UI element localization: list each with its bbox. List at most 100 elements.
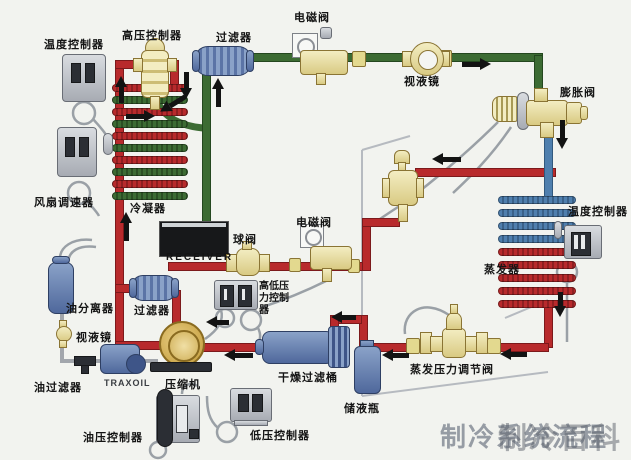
solenoid-valve-top-stem xyxy=(316,73,326,85)
label-temp-controller-top-left: 温度控制器 xyxy=(44,39,104,51)
oil-separator-device xyxy=(48,262,74,314)
flow-arrow-down xyxy=(554,292,566,317)
pipe-union xyxy=(406,338,420,354)
pipe-union xyxy=(487,338,501,354)
flow-arrow-down xyxy=(180,72,192,99)
evap-pressure-valve-knob xyxy=(450,304,458,314)
solenoid-valve-mid-stem xyxy=(322,268,332,282)
label-line: 力控制 xyxy=(259,293,289,304)
condenser-coil xyxy=(112,180,188,188)
liquid-bottle-device xyxy=(354,346,381,394)
low-pressure-controller-foot xyxy=(234,420,268,426)
solenoid-valve-top-knob xyxy=(320,27,332,39)
label-temp-controller-right: 温度控制器 xyxy=(568,206,628,218)
watermark-title: 制冷系统流程图 xyxy=(440,422,609,460)
evaporator-coil xyxy=(498,209,576,217)
pipe-union xyxy=(352,51,366,67)
label-filter-left: 过滤器 xyxy=(134,305,170,317)
controller-window xyxy=(79,137,89,157)
label-compressor: 压缩机 xyxy=(165,379,201,391)
temperature-controller-right xyxy=(564,225,602,259)
condenser-coil xyxy=(112,192,188,200)
drying-filter-ribs xyxy=(328,326,350,368)
sight-glass-lens xyxy=(418,50,438,70)
high-low-pressure-controller-device xyxy=(214,280,258,310)
filter-left-cap xyxy=(129,278,137,298)
evap-pressure-valve-flange xyxy=(476,332,488,354)
label-line: 高低压 xyxy=(259,281,289,292)
window-mark xyxy=(581,235,585,249)
label-ball-valve: 球阀 xyxy=(233,234,257,246)
evap-pressure-valve-bonnet xyxy=(446,312,462,330)
label-filter-top: 过滤器 xyxy=(216,32,252,44)
flow-arrow-left xyxy=(382,349,409,361)
pipe-regulator-bottom xyxy=(362,218,400,227)
label-drying-filter: 干燥过滤桶 xyxy=(278,372,338,384)
controller-window xyxy=(238,394,249,412)
controller-window xyxy=(252,394,263,412)
flow-arrow-left xyxy=(224,349,253,361)
label-receiver: RECEIVER xyxy=(166,252,234,263)
label-fan-speed-controller: 风扇调速器 xyxy=(34,197,94,209)
filter-top-cap xyxy=(246,50,254,72)
evaporator-coil xyxy=(498,287,576,295)
high-pressure-controller-stem xyxy=(150,96,160,110)
flow-arrow-up xyxy=(120,212,132,241)
controller-button xyxy=(189,429,199,439)
sight-glass-top-ring xyxy=(410,42,444,76)
label-sight-glass-top: 视液镜 xyxy=(404,76,440,88)
low-pressure-controller-device xyxy=(230,388,272,422)
label-high-low-pressure-controller: 高低压 力控制 器 xyxy=(259,281,289,317)
drying-filter-device xyxy=(262,331,334,364)
expansion-valve-tip xyxy=(580,106,588,120)
flow-arrow-left xyxy=(432,153,461,165)
pipe-condenser-to-receiver xyxy=(202,53,211,228)
label-sight-glass-left: 视液镜 xyxy=(76,332,112,344)
label-evaporator: 蒸发器 xyxy=(484,264,520,276)
evaporator-coil xyxy=(498,196,576,204)
window-mark xyxy=(224,289,227,300)
regulating-valve-flange xyxy=(382,178,390,198)
controller-window xyxy=(238,285,252,307)
controller-window xyxy=(85,63,95,83)
pipe-union xyxy=(289,258,301,272)
coil-ring xyxy=(305,229,322,246)
drying-filter-nub xyxy=(255,339,264,355)
flow-arrow-up xyxy=(115,76,127,103)
solenoid-valve-mid-body xyxy=(310,246,352,270)
flow-arrow-right xyxy=(126,110,155,122)
label-condenser: 冷凝器 xyxy=(130,203,166,215)
regulating-valve-body xyxy=(388,170,418,206)
evaporator-coil xyxy=(498,274,576,282)
sensor-bulb xyxy=(103,133,113,155)
window-mark xyxy=(574,235,578,249)
label-liquid-bottle: 储液瓶 xyxy=(344,403,380,415)
label-solenoid-valve-top: 电磁阀 xyxy=(294,12,330,24)
label-high-pressure-controller: 高压控制器 xyxy=(122,30,182,42)
traxoil-wheel xyxy=(126,354,146,374)
fan-speed-controller-device xyxy=(57,127,97,177)
filter-top-cap xyxy=(192,50,200,72)
solenoid-valve-top-body xyxy=(300,50,348,75)
compressor-body xyxy=(159,321,205,367)
label-traxoil: TRAXOIL xyxy=(104,378,151,388)
high-pressure-controller-port xyxy=(133,58,143,72)
controller-window xyxy=(176,405,188,433)
sight-glass-left-stem xyxy=(59,340,67,348)
compressor-base xyxy=(150,362,212,372)
label-oil-filter: 油过滤器 xyxy=(34,382,82,394)
filter-top-device xyxy=(194,46,252,76)
temperature-controller-top-left xyxy=(62,54,106,102)
condenser-coil xyxy=(112,156,188,164)
controller-window xyxy=(71,63,81,83)
flow-arrow-left xyxy=(331,311,356,323)
controller-window xyxy=(65,137,75,157)
label-evap-pressure-regulating-valve: 蒸发压力调节阀 xyxy=(410,364,494,376)
expansion-valve-bottom-port xyxy=(540,122,554,138)
oil-separator-cap xyxy=(52,256,70,264)
compressor-face xyxy=(168,330,200,362)
label-expansion-valve: 膨胀阀 xyxy=(560,87,596,99)
pipe-evaporator-outlet xyxy=(544,304,553,348)
sensor-bulb xyxy=(554,221,562,239)
